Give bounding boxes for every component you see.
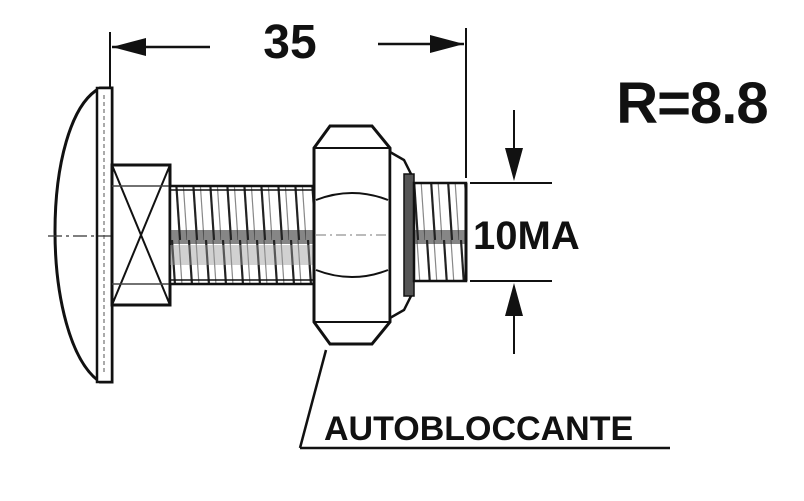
- nut-callout: AUTOBLOCCANTE: [298, 349, 670, 450]
- grade-label: R=8.8: [616, 71, 767, 136]
- length-arrow-right: [430, 35, 464, 53]
- length-label: 35: [263, 16, 316, 69]
- diameter-arrow-bottom: [505, 283, 523, 316]
- diameter-arrow-top: [505, 148, 523, 181]
- diameter-dimension: 10MA: [470, 110, 580, 354]
- nut-callout-label: AUTOBLOCCANTE: [324, 410, 633, 448]
- bolt-head: [48, 86, 180, 384]
- threaded-shank-right: [412, 181, 468, 283]
- diameter-label: 10MA: [473, 214, 580, 258]
- threaded-shank-left: [168, 184, 320, 286]
- square-neck: [110, 163, 172, 307]
- length-dimension: 35: [109, 16, 467, 178]
- callout-leader: [298, 349, 328, 449]
- hex-nut: [312, 124, 415, 346]
- length-arrow-left: [112, 38, 146, 56]
